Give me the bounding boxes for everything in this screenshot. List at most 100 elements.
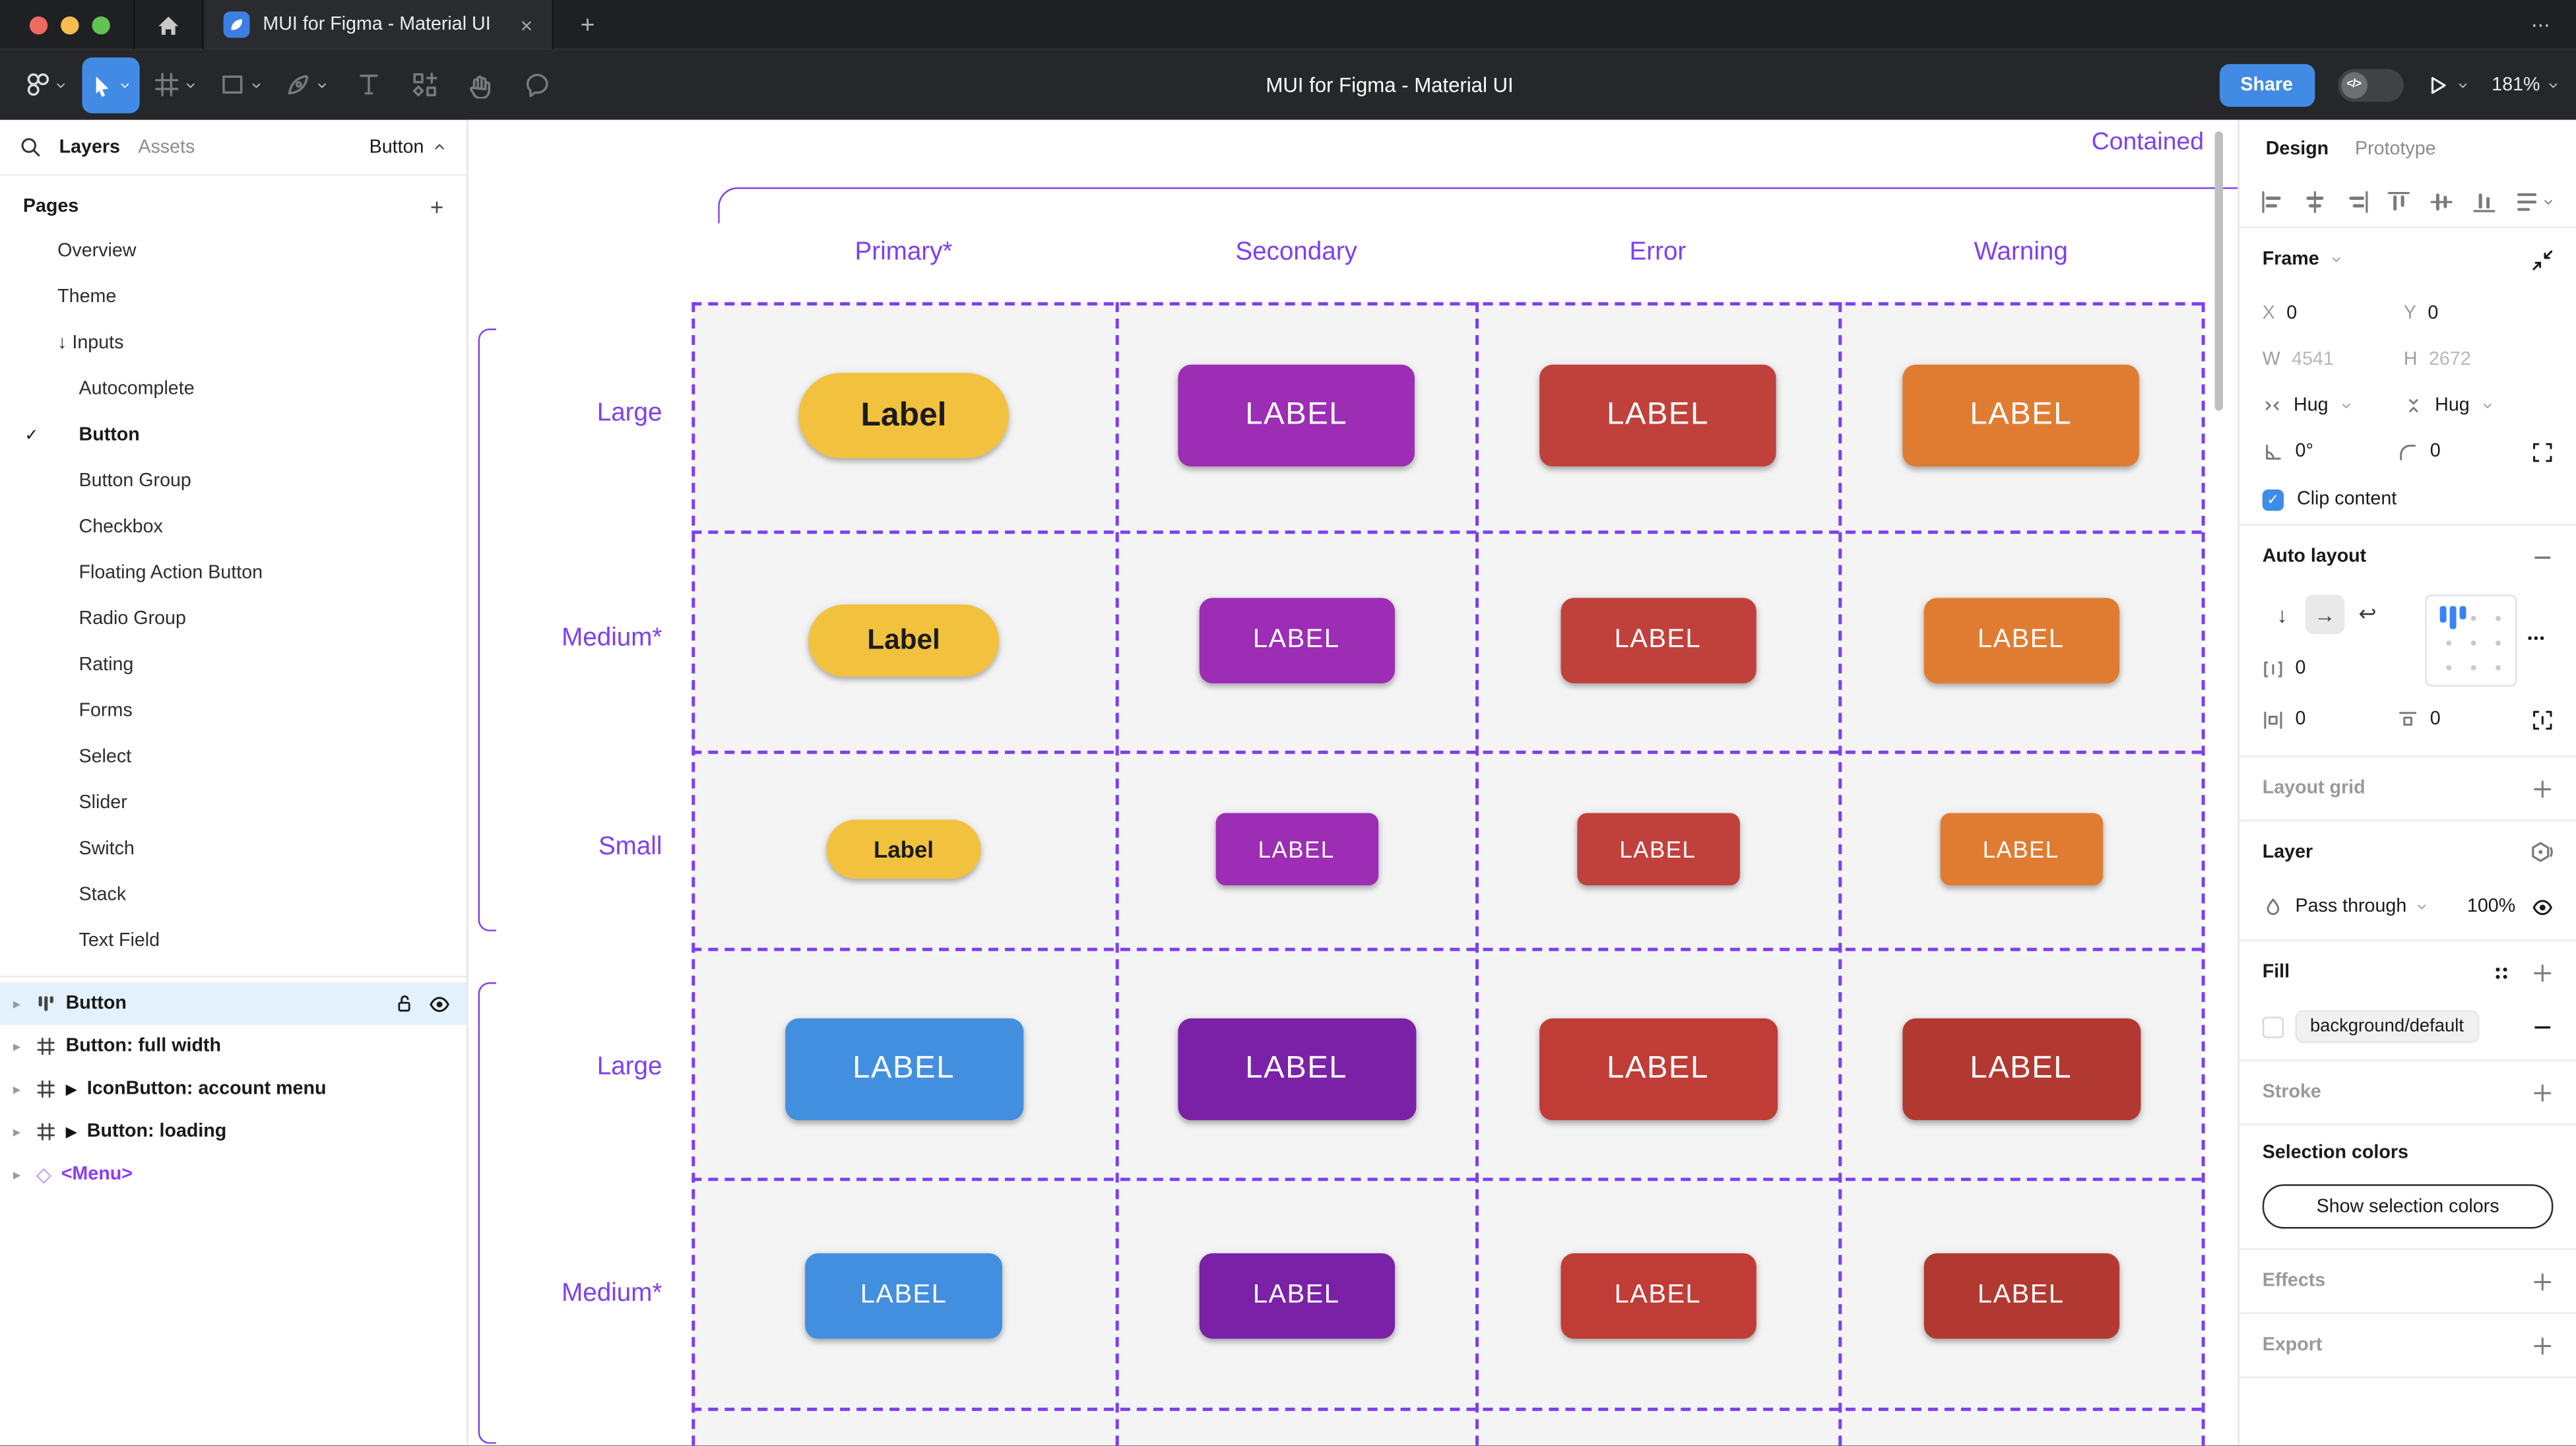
- close-window-button[interactable]: [29, 15, 48, 34]
- vertical-padding-input[interactable]: 0: [2430, 709, 2441, 730]
- share-button[interactable]: Share: [2219, 63, 2315, 106]
- page-item-rating[interactable]: Rating: [0, 643, 467, 689]
- expand-caret-icon[interactable]: ▸: [13, 1122, 21, 1139]
- page-item-autocomplete[interactable]: Autocomplete: [0, 366, 467, 412]
- frame-tool-button[interactable]: [146, 57, 206, 113]
- page-item-theme[interactable]: Theme: [0, 274, 467, 321]
- page-item-button-group[interactable]: Button Group: [0, 458, 467, 505]
- tab-prototype[interactable]: Prototype: [2355, 139, 2436, 159]
- align-right-icon[interactable]: [2346, 191, 2369, 214]
- zoom-window-button[interactable]: [92, 15, 110, 34]
- chevron-down-icon[interactable]: [2329, 253, 2342, 266]
- file-tab[interactable]: MUI for Figma - Material UI ×: [203, 0, 554, 49]
- y-input[interactable]: 0: [2428, 303, 2439, 324]
- auto-layout-alignment-widget[interactable]: [2425, 594, 2517, 687]
- page-item-text-field[interactable]: Text Field: [0, 918, 467, 964]
- height-input[interactable]: 2672: [2428, 350, 2471, 370]
- comment-tool-button[interactable]: [511, 57, 560, 113]
- align-vertical-center-icon[interactable]: [2430, 191, 2453, 214]
- rotation-input[interactable]: 0°: [2295, 441, 2313, 462]
- auto-layout-vertical-button[interactable]: ↓: [2276, 602, 2288, 627]
- add-fill-icon[interactable]: [2532, 962, 2553, 983]
- gap-input[interactable]: 0: [2295, 658, 2306, 679]
- layer-item-iconbutton-account-menu[interactable]: ▸▶IconButton: account menu: [0, 1068, 467, 1111]
- align-top-icon[interactable]: [2388, 191, 2411, 214]
- button-sample-4-1[interactable]: LABEL: [1198, 1253, 1394, 1339]
- horizontal-resizing-select[interactable]: Hug: [2263, 396, 2404, 416]
- add-layout-grid-icon[interactable]: [2532, 778, 2553, 799]
- width-input[interactable]: 4541: [2292, 350, 2334, 370]
- button-sample-1-1[interactable]: LABEL: [1198, 598, 1394, 683]
- collapse-icon[interactable]: [2532, 249, 2553, 270]
- expand-caret-icon[interactable]: ▸: [13, 1165, 21, 1182]
- clip-content-checkbox[interactable]: ✓: [2262, 488, 2284, 511]
- fill-styles-icon[interactable]: [2491, 962, 2512, 983]
- unlock-icon[interactable]: [395, 993, 414, 1014]
- auto-layout-wrap-button[interactable]: ↩: [2358, 601, 2377, 626]
- visibility-icon[interactable]: [2532, 896, 2553, 917]
- page-item-checkbox[interactable]: Checkbox: [0, 504, 467, 550]
- page-item-overview[interactable]: Overview: [0, 228, 467, 274]
- hand-tool-button[interactable]: [455, 57, 505, 113]
- present-button[interactable]: [2426, 73, 2469, 96]
- tab-design[interactable]: Design: [2265, 139, 2329, 159]
- auto-layout-more-icon[interactable]: [2525, 627, 2546, 648]
- button-sample-3-2[interactable]: LABEL: [1538, 1018, 1777, 1121]
- corner-radius-input[interactable]: 0: [2430, 441, 2441, 462]
- button-sample-0-0[interactable]: Label: [798, 373, 1009, 458]
- button-sample-0-2[interactable]: LABEL: [1539, 364, 1776, 467]
- visibility-icon[interactable]: [429, 993, 450, 1014]
- button-sample-1-3[interactable]: LABEL: [1923, 598, 2119, 683]
- align-bottom-icon[interactable]: [2473, 191, 2496, 214]
- align-left-icon[interactable]: [2261, 191, 2284, 214]
- page-item-stack[interactable]: Stack: [0, 872, 467, 918]
- close-tab-button[interactable]: ×: [520, 12, 533, 38]
- window-more-button[interactable]: ⋯: [2530, 16, 2550, 36]
- button-sample-0-1[interactable]: LABEL: [1178, 364, 1415, 467]
- add-stroke-icon[interactable]: [2532, 1082, 2553, 1103]
- layer-item-button-loading[interactable]: ▸▶Button: loading: [0, 1110, 467, 1153]
- fill-color-swatch[interactable]: [2262, 1016, 2284, 1038]
- remove-fill-icon[interactable]: [2532, 1016, 2553, 1037]
- button-sample-4-0[interactable]: LABEL: [805, 1253, 1002, 1339]
- button-sample-1-2[interactable]: LABEL: [1560, 598, 1756, 683]
- page-selector[interactable]: Button: [370, 137, 447, 157]
- page-item-floating-action-button[interactable]: Floating Action Button: [0, 550, 467, 596]
- independent-padding-icon[interactable]: [2532, 708, 2553, 730]
- tab-assets[interactable]: Assets: [138, 137, 195, 157]
- button-sample-0-3[interactable]: LABEL: [1902, 364, 2139, 467]
- opacity-input[interactable]: 100%: [2466, 896, 2516, 917]
- button-sample-4-2[interactable]: LABEL: [1560, 1253, 1756, 1339]
- button-sample-3-1[interactable]: LABEL: [1177, 1018, 1416, 1121]
- button-sample-3-0[interactable]: LABEL: [784, 1018, 1023, 1121]
- page-item-switch[interactable]: Switch: [0, 826, 467, 872]
- dev-mode-toggle[interactable]: </>: [2337, 68, 2403, 102]
- button-sample-3-3[interactable]: LABEL: [1902, 1018, 2141, 1121]
- page-item-forms[interactable]: Forms: [0, 688, 467, 734]
- frame-name-label[interactable]: Contained: [2091, 128, 2205, 156]
- resources-tool-button[interactable]: [399, 57, 449, 113]
- auto-layout-horizontal-button[interactable]: →: [2305, 594, 2345, 635]
- horizontal-padding-input[interactable]: 0: [2295, 709, 2306, 730]
- page-item-slider[interactable]: Slider: [0, 780, 467, 827]
- tab-layers[interactable]: Layers: [59, 137, 121, 157]
- expand-caret-icon[interactable]: ▸: [13, 994, 21, 1011]
- show-selection-colors-button[interactable]: Show selection colors: [2262, 1184, 2554, 1229]
- button-sample-2-2[interactable]: LABEL: [1576, 813, 1739, 886]
- independent-corners-icon[interactable]: [2532, 441, 2553, 462]
- add-effect-icon[interactable]: [2532, 1271, 2553, 1292]
- zoom-level-select[interactable]: 181%: [2492, 75, 2560, 94]
- canvas-scrollbar[interactable]: [2214, 131, 2223, 411]
- button-sample-2-3[interactable]: LABEL: [1939, 813, 2102, 886]
- fill-style-chip[interactable]: background/default: [2295, 1010, 2479, 1044]
- expand-caret-icon[interactable]: ▸: [13, 1080, 21, 1097]
- new-tab-button[interactable]: +: [580, 11, 595, 39]
- align-horizontal-center-icon[interactable]: [2303, 191, 2327, 214]
- figma-menu-button[interactable]: [16, 57, 76, 113]
- text-tool-button[interactable]: [343, 57, 393, 113]
- move-tool-button[interactable]: [82, 56, 140, 113]
- page-item-button[interactable]: ✓Button: [0, 412, 467, 458]
- layer-item-button-full-width[interactable]: ▸Button: full width: [0, 1025, 467, 1068]
- add-export-icon[interactable]: [2532, 1335, 2553, 1356]
